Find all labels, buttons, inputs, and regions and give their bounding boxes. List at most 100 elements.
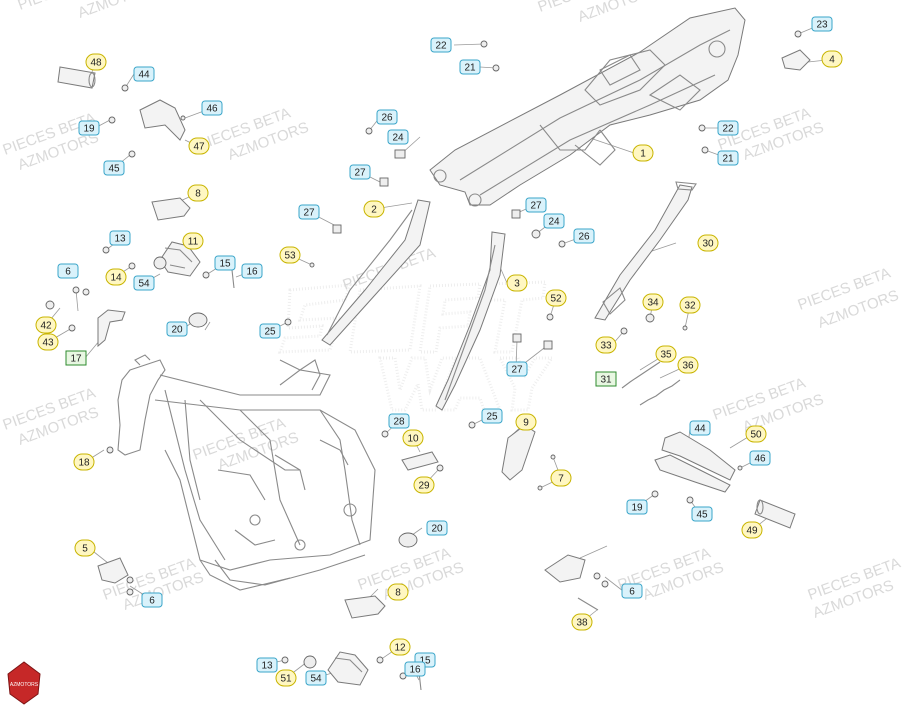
callout-badge [187, 184, 209, 202]
callout-21: 21 [717, 150, 739, 166]
callout-label: 31 [600, 375, 612, 386]
callout-badge [241, 263, 263, 279]
callout-label: 6 [149, 596, 155, 607]
callout-badge [677, 356, 699, 374]
callout-label: 33 [600, 341, 612, 352]
callout-label: 20 [171, 325, 183, 336]
callout-label: 2 [371, 205, 377, 216]
callout-11: 11 [182, 232, 204, 250]
shield-icon [7, 661, 41, 705]
callout-label: 15 [219, 259, 231, 270]
callout-badge [459, 59, 481, 75]
callout-label: 27 [530, 201, 542, 212]
callout-51: 51 [275, 669, 297, 687]
callout-label: 14 [110, 273, 122, 284]
callout-label: 9 [523, 418, 529, 429]
callout-label: 27 [354, 168, 366, 179]
springs [621, 361, 681, 406]
side-rail-left [321, 199, 431, 346]
callout-badge [133, 66, 155, 82]
callout-9: 9 [515, 413, 537, 431]
callout-label: 48 [90, 58, 102, 69]
callout-badge [525, 197, 547, 213]
callout-19: 19 [78, 120, 100, 136]
callout-badge [691, 506, 713, 522]
callout-badge [811, 16, 833, 32]
callout-label: 44 [694, 424, 706, 435]
callout-badge [679, 296, 701, 314]
callout-10: 10 [402, 429, 424, 447]
callout-label: 20 [431, 524, 443, 535]
callout-label: 6 [629, 587, 635, 598]
callout-badge [626, 499, 648, 515]
callout-6: 6 [57, 263, 79, 279]
callout-label: 42 [40, 321, 52, 332]
callout-4: 4 [821, 50, 843, 68]
callout-6: 6 [141, 592, 163, 608]
callout-20: 20 [426, 520, 448, 536]
callout-badge [363, 200, 385, 218]
callout-badge [402, 429, 424, 447]
callout-27: 27 [298, 204, 320, 220]
callout-22: 22 [717, 120, 739, 136]
callout-badge [389, 638, 411, 656]
callout-label: 13 [114, 234, 126, 245]
callout-45: 45 [691, 506, 713, 522]
callout-badge [85, 53, 107, 71]
callout-label: 46 [754, 454, 766, 465]
callout-badge [166, 321, 188, 337]
callout-label: 25 [486, 412, 498, 423]
callout-label: 47 [193, 142, 205, 153]
callout-badge [821, 50, 843, 68]
callout-12: 12 [389, 638, 411, 656]
callout-badge [717, 120, 739, 136]
callout-label: 10 [407, 434, 419, 445]
callout-badge [35, 316, 57, 334]
callout-label: 15 [419, 656, 431, 667]
logo-text: AZMOTORS [10, 682, 39, 688]
callout-label: 44 [138, 70, 150, 81]
footpeg-bottom-left [303, 595, 386, 686]
callout-badge [388, 413, 410, 429]
callout-45: 45 [103, 160, 125, 176]
callout-label: 45 [696, 510, 708, 521]
callout-36: 36 [677, 356, 699, 374]
callout-badge [515, 413, 537, 431]
callout-label: 3 [514, 279, 520, 290]
callout-label: 32 [684, 301, 696, 312]
callout-29: 29 [413, 476, 435, 494]
center-watermark-logo [277, 280, 555, 412]
callout-badge [133, 275, 155, 291]
callout-23: 23 [811, 16, 833, 32]
callout-badge [109, 230, 131, 246]
callout-badge [573, 228, 595, 244]
callout-badge [349, 164, 371, 180]
callout-50: 50 [745, 425, 767, 443]
callout-badge [481, 408, 503, 424]
callout-label: 25 [264, 327, 276, 338]
callout-badge [305, 670, 327, 686]
callout-26: 26 [376, 109, 398, 125]
callout-label: 16 [246, 267, 258, 278]
watermark-layer: PIECES BETA AZMOTORS PIECES BETA AZMOTOR… [1, 0, 903, 622]
callout-label: 28 [393, 417, 405, 428]
side-rail-right [435, 231, 506, 411]
azmotors-logo: AZMOTORS [7, 661, 41, 705]
callout-18: 18 [73, 453, 95, 471]
callout-label: 34 [647, 298, 659, 309]
callout-badge [182, 232, 204, 250]
callout-33: 33 [595, 336, 617, 354]
callout-7: 7 [550, 469, 572, 487]
callout-label: 46 [206, 104, 218, 115]
callout-label: 26 [381, 113, 393, 124]
callout-28: 28 [388, 413, 410, 429]
callout-badge [545, 289, 567, 307]
callout-2: 2 [363, 200, 385, 218]
callout-badge [275, 669, 297, 687]
callout-label: 18 [78, 458, 90, 469]
callout-48: 48 [85, 53, 107, 71]
callout-22: 22 [430, 37, 452, 53]
callout-badge [543, 213, 565, 229]
callout-label: 19 [83, 124, 95, 135]
